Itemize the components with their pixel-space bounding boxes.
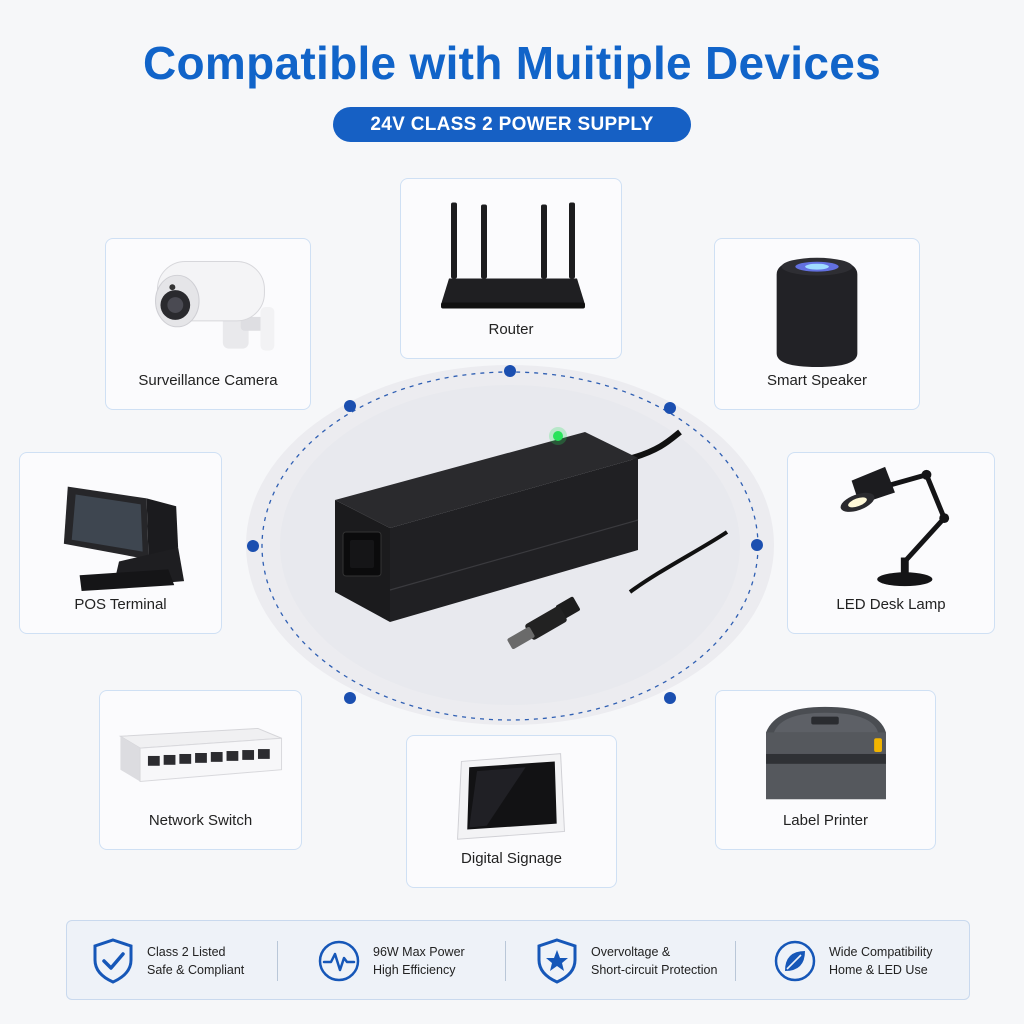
page-title: Compatible with Muitiple Devices: [142, 37, 882, 89]
device-card-pos: POS Terminal: [19, 452, 222, 634]
desk-lamp-icon: [840, 466, 950, 587]
device-label-pos: POS Terminal: [74, 596, 167, 613]
pulse-circle-icon: [318, 940, 360, 982]
feature-line1: Overvoltage &: [591, 945, 671, 959]
divider: [735, 941, 736, 981]
network-switch-icon: [118, 727, 283, 783]
feature-line2: High Efficiency: [373, 963, 456, 977]
device-label-speaker: Smart Speaker: [766, 372, 868, 389]
speaker-icon: [776, 257, 858, 368]
camera-icon: [155, 260, 275, 351]
device-card-camera: Surveillance Camera: [105, 238, 311, 410]
device-label-router: Router: [488, 321, 534, 338]
device-card-router: Router: [400, 178, 622, 359]
divider: [505, 941, 506, 981]
device-card-speaker: Smart Speaker: [714, 238, 920, 410]
shield-star-icon: [537, 938, 577, 984]
feature-line2: Short-circuit Protection: [591, 963, 718, 977]
feature-line2: Home & LED Use: [829, 963, 928, 977]
feature-line1: 96W Max Power: [373, 945, 465, 959]
device-label-printer: Label Printer: [782, 812, 869, 829]
leaf-circle-icon: [774, 940, 816, 982]
device-label-switch: Network Switch: [148, 812, 253, 829]
device-label-lamp: LED Desk Lamp: [836, 596, 946, 613]
device-card-switch: Network Switch: [99, 690, 302, 850]
pos-terminal-icon: [63, 486, 185, 592]
divider: [277, 941, 278, 981]
subtitle-badge: 24V CLASS 2 POWER SUPPLY: [333, 107, 691, 142]
feature-item: Wide Compatibility Home & LED Use: [773, 921, 933, 1001]
feature-item: Overvoltage & Short-circuit Protection: [535, 921, 717, 1001]
router-icon: [441, 202, 585, 309]
shield-check-icon: [93, 938, 133, 984]
feature-item: 96W Max Power High Efficiency: [317, 921, 465, 1001]
device-card-printer: Label Printer: [715, 690, 936, 850]
device-label-signage: Digital Signage: [461, 850, 562, 867]
feature-bar: Class 2 Listed Safe & Compliant 96W Max …: [66, 920, 970, 1000]
device-label-camera: Surveillance Camera: [138, 372, 278, 389]
label-printer-icon: [766, 706, 886, 800]
power-adapter-illustration: [246, 365, 774, 725]
device-card-signage: Digital Signage: [406, 735, 617, 888]
feature-line1: Class 2 Listed: [147, 945, 226, 959]
digital-signage-icon: [457, 753, 565, 840]
feature-item: Class 2 Listed Safe & Compliant: [91, 921, 244, 1001]
feature-line1: Wide Compatibility: [829, 945, 933, 959]
device-card-lamp: LED Desk Lamp: [787, 452, 995, 634]
led-indicator-icon: [553, 431, 563, 441]
feature-line2: Safe & Compliant: [147, 963, 245, 977]
